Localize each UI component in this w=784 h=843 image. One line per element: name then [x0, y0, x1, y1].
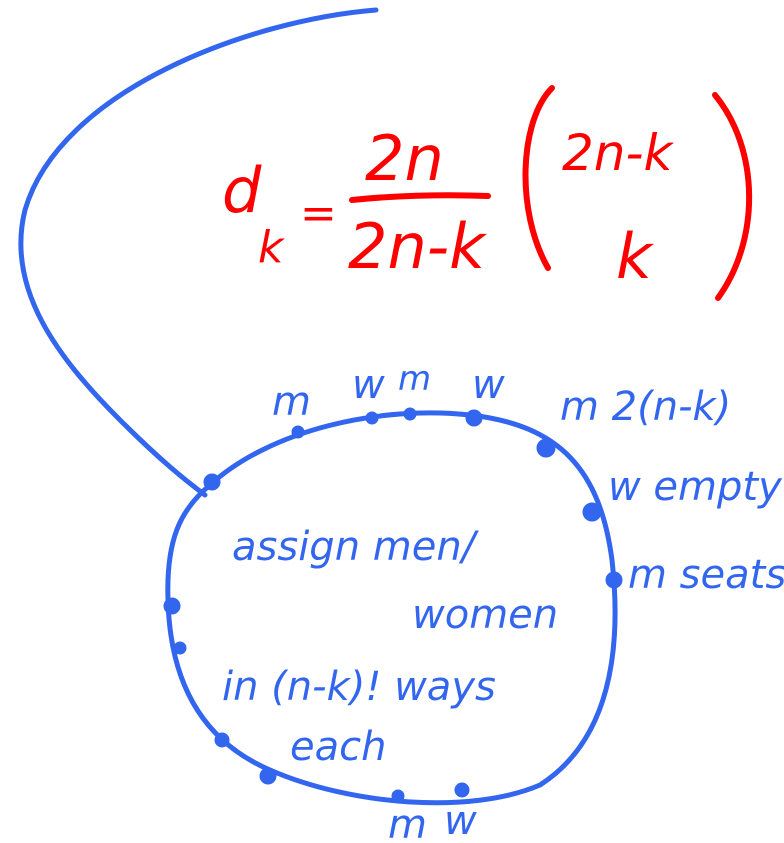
seat-dot [291, 425, 305, 439]
inner-note-line-2: women [412, 592, 558, 638]
inner-note: assign men/ women in (n-k)! ways each [222, 524, 558, 770]
formula-equals: = [300, 188, 337, 239]
formula-denominator: 2n-k [348, 210, 487, 283]
side-note-line-2: w empty [608, 464, 783, 510]
formula: d k = 2n 2n-k 2n-k k [222, 85, 753, 301]
seat-dot [454, 782, 470, 798]
connector-curve [18, 7, 379, 498]
seat-label-top-3: m [398, 359, 431, 399]
fraction-bar [349, 192, 491, 203]
side-note-line-3: m seats [628, 552, 784, 598]
seat-dot [214, 732, 230, 748]
seat-dot [391, 789, 405, 803]
formula-lhs-subscript: k [258, 222, 285, 273]
formula-numerator: 2n [365, 122, 444, 195]
round-table: m w m w m w m 2(n-k) w empty m seats ass… [163, 359, 784, 843]
seat-dot [365, 411, 379, 425]
seat-dot [465, 409, 483, 427]
inner-note-line-4: each [290, 724, 386, 770]
seat-dot [403, 407, 417, 421]
inner-note-line-1: assign men/ [232, 524, 480, 570]
side-note-line-1: m 2(n-k) [560, 384, 731, 430]
seat-dot [536, 438, 556, 458]
seat-label-top-1: m [272, 379, 311, 425]
side-note: m 2(n-k) w empty m seats [560, 384, 784, 598]
seat-markers [163, 407, 623, 803]
seat-dot [582, 502, 602, 522]
binom-right-paren [712, 92, 753, 301]
seat-label-top-2: w [352, 362, 385, 408]
inner-note-line-3: in (n-k)! ways [222, 664, 496, 710]
formula-lhs: d [222, 154, 262, 227]
seat-label-top-4: w [472, 362, 505, 408]
seat-dot [203, 473, 221, 491]
seat-dot [163, 597, 181, 615]
table-circle [165, 410, 618, 806]
binom-left-paren [522, 85, 555, 271]
binom-bottom: k [616, 220, 654, 293]
seat-dot [259, 767, 277, 785]
seat-dot [605, 571, 623, 589]
seat-label-bottom-1: m [388, 802, 427, 843]
binom-top: 2n-k [562, 124, 675, 182]
seat-label-bottom-2: w [444, 798, 477, 843]
seat-dot [173, 641, 187, 655]
